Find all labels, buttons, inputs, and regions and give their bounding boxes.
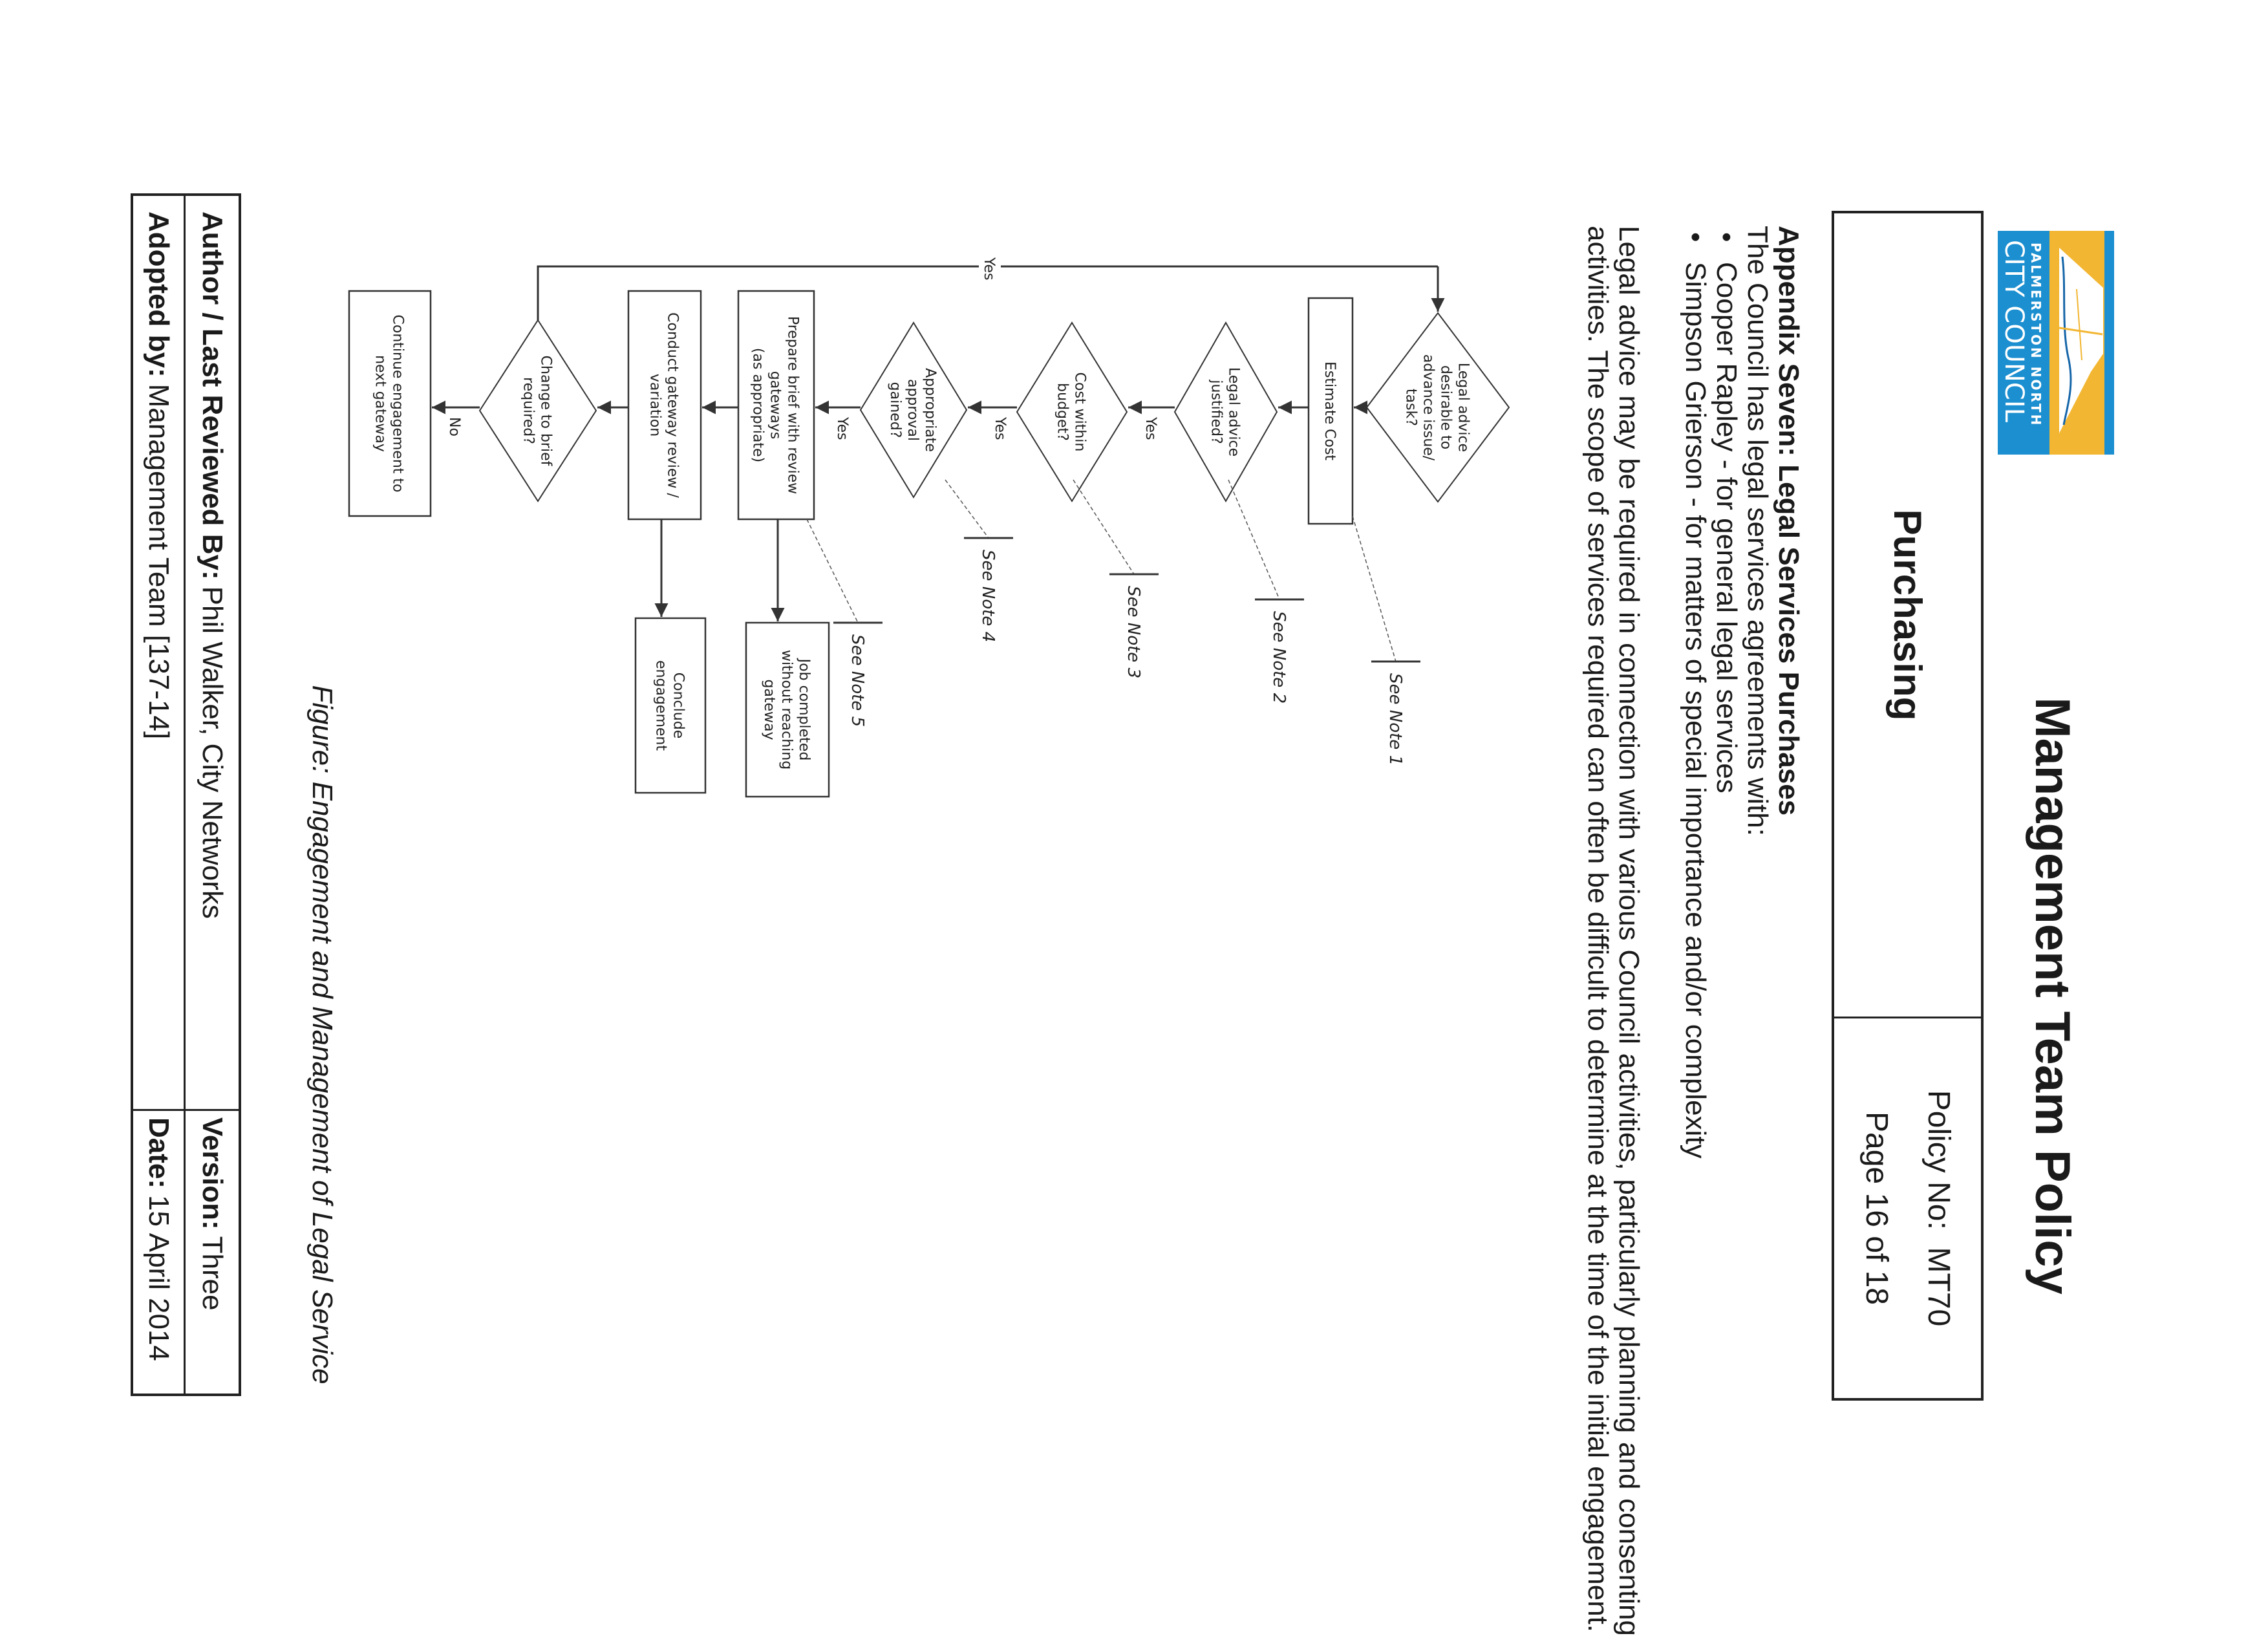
process-estimate-label: Estimate Cost [1321,361,1338,460]
process-conclude-label: Concludeengagement [653,660,687,751]
author-cell: Author / Last Reviewed By:Phil Walker, C… [186,196,239,1111]
process-estimate [1307,297,1354,525]
decision-d3 [1016,321,1128,502]
process-prepare-label: Prepare brief with reviewgateways(as app… [750,316,801,494]
date-cell: Date:15 April 2014 [143,1117,175,1361]
adopted-cell: Adopted by:Management Team [137-14] [133,196,184,1111]
note-connector [945,479,989,539]
note-label-1: See Note 1 [1385,673,1405,766]
process-conduct [627,290,702,521]
yes-label: Yes [1142,416,1159,440]
version-cell: Version:Three [197,1117,229,1311]
decision-d2-label: Legal advicejustified? [1208,367,1242,457]
footer-table: Author / Last Reviewed By:Phil Walker, C… [131,193,241,1396]
process-continue [348,290,432,517]
decision-d5 [478,319,597,502]
yes-label: Yes [992,416,1008,440]
decision-d2 [1173,321,1278,503]
no-label: No [446,417,462,436]
decision-d5-label: Change to briefrequired? [520,356,554,467]
process-prepare [737,290,815,521]
process-conduct-label: Conduct gateway review /variation [647,312,681,498]
decision-d4-label: Appropriateapprovalgained? [887,368,938,452]
process-job-label: Job completedwithout reachinggateway [761,650,812,770]
decision-d1 [1365,312,1510,503]
yes-loop-line [537,265,1438,320]
note-connector [1352,515,1396,662]
figure-caption: Figure: Engagement and Management of Leg… [306,685,338,1384]
note-connector [806,519,859,623]
process-continue-label: Continue engagement tonext gateway [372,315,406,493]
process-conclude [634,617,707,794]
palmerston-north-city-council-logo: PALMERSTON NORTH CITY COUNCIL [1998,231,2114,455]
yes-label-loop: Yes [981,257,997,281]
note-label-5: See Note 5 [848,634,867,727]
decision-d3-label: Cost withinbudget? [1054,372,1088,452]
yes-label: Yes [834,416,850,440]
note-label-4: See Note 4 [978,550,998,642]
decision-d1-label: Legal advicedesirable toadvance issue/ta… [1403,354,1471,461]
logo-line2: CITY COUNCIL [1999,240,2029,423]
process-job [745,621,830,798]
decision-d4 [859,321,968,499]
logo-line1: PALMERSTON NORTH [2028,242,2044,427]
note-connector [1228,479,1280,600]
note-label-2: See Note 2 [1269,611,1289,704]
note-label-3: See Note 3 [1124,586,1143,678]
yes-label-bg [979,256,1001,301]
note-connector [1073,479,1135,575]
